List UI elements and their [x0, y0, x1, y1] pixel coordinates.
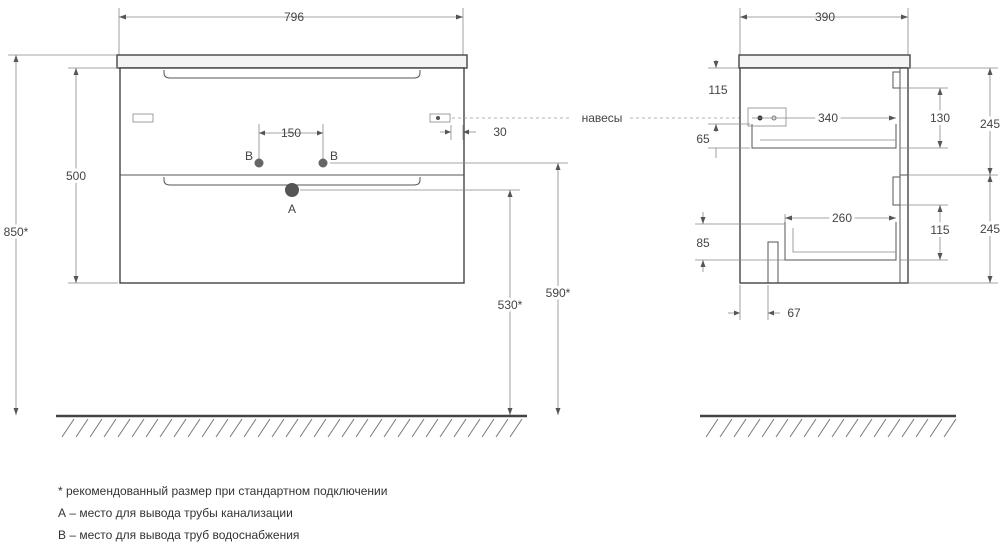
hatch-stroke: [89, 418, 103, 438]
front-floor-hatching: [61, 418, 523, 438]
dim-water-height-590: 590*: [546, 286, 571, 300]
hatch-stroke: [831, 418, 845, 438]
hatch-stroke: [411, 418, 425, 438]
hatch-stroke: [859, 418, 873, 438]
hatch-stroke: [61, 418, 75, 438]
hatch-stroke: [103, 418, 117, 438]
dim-width-796: 796: [284, 10, 304, 24]
hatch-stroke: [439, 418, 453, 438]
dim-260: 260: [832, 211, 852, 225]
hatch-stroke: [789, 418, 803, 438]
hatch-stroke: [901, 418, 915, 438]
upper-handle: [163, 70, 421, 79]
water-supply-point-left: [254, 158, 264, 168]
dim-total-height-850: 850*: [4, 225, 29, 239]
hatch-stroke: [383, 418, 397, 438]
hatch-stroke: [131, 418, 145, 438]
notes: * рекомендованный размер при стандартном…: [58, 480, 387, 546]
dim-340: 340: [818, 111, 838, 125]
hatch-stroke: [803, 418, 817, 438]
hatch-stroke: [761, 418, 775, 438]
hatch-stroke: [145, 418, 159, 438]
hatch-stroke: [215, 418, 229, 438]
dim-67: 67: [787, 306, 801, 320]
hatch-stroke: [355, 418, 369, 438]
hatch-stroke: [747, 418, 761, 438]
hinges-label: навесы: [582, 111, 623, 125]
hatch-stroke: [117, 418, 131, 438]
hatch-stroke: [509, 418, 523, 438]
dim-115-top: 115: [708, 83, 727, 97]
hatch-stroke: [285, 418, 299, 438]
hatch-stroke: [453, 418, 467, 438]
hatch-stroke: [159, 418, 173, 438]
side-cabinet: [739, 67, 909, 284]
right-hinge: [429, 113, 451, 123]
hatch-stroke: [705, 418, 719, 438]
dim-pipe-spacing-150: 150: [281, 126, 301, 140]
side-view: 390 115 65: [695, 8, 1003, 438]
side-hinge: [747, 107, 787, 127]
dim-245-lower: 245: [980, 222, 1000, 236]
dim-depth-390: 390: [815, 10, 835, 24]
dim-245-upper: 245: [980, 117, 1000, 131]
hatch-stroke: [243, 418, 257, 438]
hatch-stroke: [369, 418, 383, 438]
dim-drain-height-530: 530*: [498, 298, 523, 312]
hatch-stroke: [271, 418, 285, 438]
hatch-stroke: [943, 418, 957, 438]
dim-body-height-500: 500: [66, 169, 86, 183]
hatch-stroke: [75, 418, 89, 438]
hatch-stroke: [845, 418, 859, 438]
hatch-stroke: [873, 418, 887, 438]
hatch-stroke: [719, 418, 733, 438]
hatch-stroke: [229, 418, 243, 438]
hatch-stroke: [733, 418, 747, 438]
label-a: A: [288, 202, 296, 216]
dim-85: 85: [696, 236, 710, 250]
front-view: 796 30 навесы 150: [1, 8, 755, 438]
hatch-stroke: [495, 418, 509, 438]
note-a: А – место для вывода трубы канализации: [58, 506, 293, 520]
hatch-stroke: [201, 418, 215, 438]
note-recommended: * рекомендованный размер при стандартном…: [58, 484, 388, 498]
label-b-right: B: [330, 149, 338, 163]
side-floor-hatching: [705, 418, 957, 438]
dim-130: 130: [930, 111, 950, 125]
hatch-stroke: [817, 418, 831, 438]
water-supply-point-right: [318, 158, 328, 168]
dim-115-bottom: 115: [930, 223, 949, 237]
hatch-stroke: [481, 418, 495, 438]
hatch-stroke: [327, 418, 341, 438]
hatch-stroke: [397, 418, 411, 438]
hatch-stroke: [341, 418, 355, 438]
hatch-stroke: [257, 418, 271, 438]
label-b-left: B: [245, 149, 253, 163]
hatch-stroke: [313, 418, 327, 438]
hatch-stroke: [915, 418, 929, 438]
hatch-stroke: [299, 418, 313, 438]
hatch-stroke: [187, 418, 201, 438]
hatch-stroke: [887, 418, 901, 438]
drain-point: [285, 183, 299, 197]
front-countertop: [116, 54, 468, 69]
side-countertop: [738, 54, 911, 69]
hatch-stroke: [929, 418, 943, 438]
hatch-stroke: [775, 418, 789, 438]
hatch-stroke: [425, 418, 439, 438]
left-hinge: [132, 113, 154, 123]
hatch-stroke: [467, 418, 481, 438]
dim-hinge-offset-30: 30: [493, 125, 507, 139]
note-b: В – место для вывода труб водоснабжения: [58, 528, 300, 542]
dim-65: 65: [696, 132, 710, 146]
hatch-stroke: [173, 418, 187, 438]
